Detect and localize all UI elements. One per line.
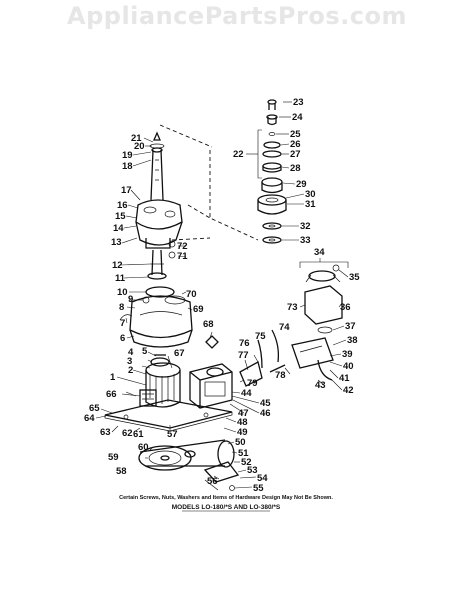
- group-brackets: [246, 129, 349, 268]
- callout-58: 58: [116, 466, 127, 477]
- callout-4: 4: [128, 347, 134, 358]
- callout-70: 70: [186, 289, 197, 300]
- callout-25: 25: [290, 129, 301, 140]
- transmission-upper-housing: [135, 199, 183, 259]
- callout-3: 3: [127, 356, 132, 367]
- callout-61: 61: [133, 429, 144, 440]
- clutch-stack: [257, 99, 287, 244]
- callout-labels: 1 2 3 4 5 6 7 8 9 10 11 12 13 14 15 16 1…: [84, 97, 360, 494]
- callout-40: 40: [343, 361, 354, 372]
- callout-5: 5: [142, 346, 148, 357]
- callout-53: 53: [247, 465, 258, 476]
- callout-63: 63: [100, 427, 111, 438]
- callout-72: 72: [177, 241, 188, 252]
- callout-62: 62: [122, 428, 133, 439]
- callout-19: 19: [122, 150, 133, 161]
- callout-24: 24: [292, 112, 303, 123]
- callout-64: 64: [84, 413, 95, 424]
- callout-65: 65: [89, 403, 100, 414]
- callout-56: 56: [207, 476, 218, 487]
- pump-assembly: [189, 363, 233, 409]
- callout-8: 8: [119, 302, 124, 313]
- callout-13: 13: [111, 237, 122, 248]
- callout-23: 23: [293, 97, 304, 108]
- callout-32: 32: [300, 221, 311, 232]
- drive-motor: [139, 354, 181, 408]
- callout-44: 44: [241, 388, 252, 399]
- callout-38: 38: [347, 335, 358, 346]
- callout-59: 59: [108, 452, 119, 463]
- callout-51: 51: [238, 448, 249, 459]
- callout-9: 9: [128, 294, 133, 305]
- callout-35: 35: [349, 272, 360, 283]
- callout-42: 42: [343, 385, 354, 396]
- callout-34: 34: [314, 247, 325, 258]
- callout-27: 27: [290, 149, 301, 160]
- callout-15: 15: [115, 211, 126, 222]
- clip-part-68: [205, 335, 219, 349]
- solenoid-housing: [304, 264, 343, 334]
- models-caption: MODELS LO-180/*S AND LO-380/*S: [172, 504, 281, 511]
- callout-67: 67: [174, 348, 185, 359]
- callout-36: 36: [340, 302, 351, 313]
- callout-18: 18: [122, 161, 133, 172]
- callout-57: 57: [167, 429, 178, 440]
- callout-16: 16: [117, 200, 128, 211]
- callout-76: 76: [239, 338, 250, 349]
- belt-and-pulleys: [138, 439, 240, 491]
- callout-39: 39: [342, 349, 353, 360]
- callout-45: 45: [260, 398, 271, 409]
- site-watermark-banner[interactable]: AppliancePartsPros.com: [67, 2, 407, 30]
- callout-49: 49: [237, 427, 248, 438]
- callout-2: 2: [128, 365, 133, 376]
- callout-14: 14: [113, 223, 124, 234]
- center-post: [147, 249, 167, 280]
- callout-37: 37: [345, 321, 356, 332]
- callout-71: 71: [177, 251, 188, 262]
- callout-28: 28: [290, 163, 301, 174]
- callout-1: 1: [110, 372, 116, 383]
- callout-6: 6: [120, 333, 125, 344]
- callout-33: 33: [300, 235, 311, 246]
- callout-48: 48: [237, 417, 248, 428]
- callout-30: 30: [305, 189, 316, 200]
- callout-17: 17: [121, 185, 132, 196]
- callout-55: 55: [253, 483, 264, 494]
- callout-73: 73: [287, 302, 298, 313]
- callout-29: 29: [296, 179, 307, 190]
- callout-52: 52: [241, 457, 252, 468]
- callout-69: 69: [193, 304, 204, 315]
- callout-21: 21: [131, 133, 142, 144]
- callout-43: 43: [315, 380, 326, 391]
- callout-41: 41: [339, 373, 350, 384]
- callout-26: 26: [290, 139, 301, 150]
- callout-79: 79: [247, 378, 258, 389]
- drain-valve-assembly: [239, 337, 334, 387]
- callout-77: 77: [238, 350, 249, 361]
- phantom-lines: [159, 124, 259, 241]
- callout-54: 54: [257, 473, 268, 484]
- agitator-shaft: [149, 131, 165, 201]
- callout-22: 22: [233, 149, 244, 160]
- leader-lines: [95, 101, 349, 489]
- callout-10: 10: [117, 287, 128, 298]
- callout-31: 31: [305, 199, 316, 210]
- callout-12: 12: [112, 260, 123, 271]
- callout-11: 11: [115, 273, 126, 284]
- callout-60: 60: [138, 442, 149, 453]
- callout-7: 7: [120, 318, 125, 329]
- callout-50: 50: [235, 437, 246, 448]
- hoses: [257, 329, 333, 381]
- callout-66: 66: [106, 389, 117, 400]
- callout-47: 47: [238, 408, 249, 419]
- callout-74: 74: [279, 322, 290, 333]
- callout-78: 78: [275, 370, 286, 381]
- callout-20: 20: [134, 141, 145, 152]
- hardware-footnote: Certain Screws, Nuts, Washers and Items …: [119, 495, 333, 501]
- callout-75: 75: [255, 331, 266, 342]
- callout-68: 68: [203, 319, 214, 330]
- callout-46: 46: [260, 408, 271, 419]
